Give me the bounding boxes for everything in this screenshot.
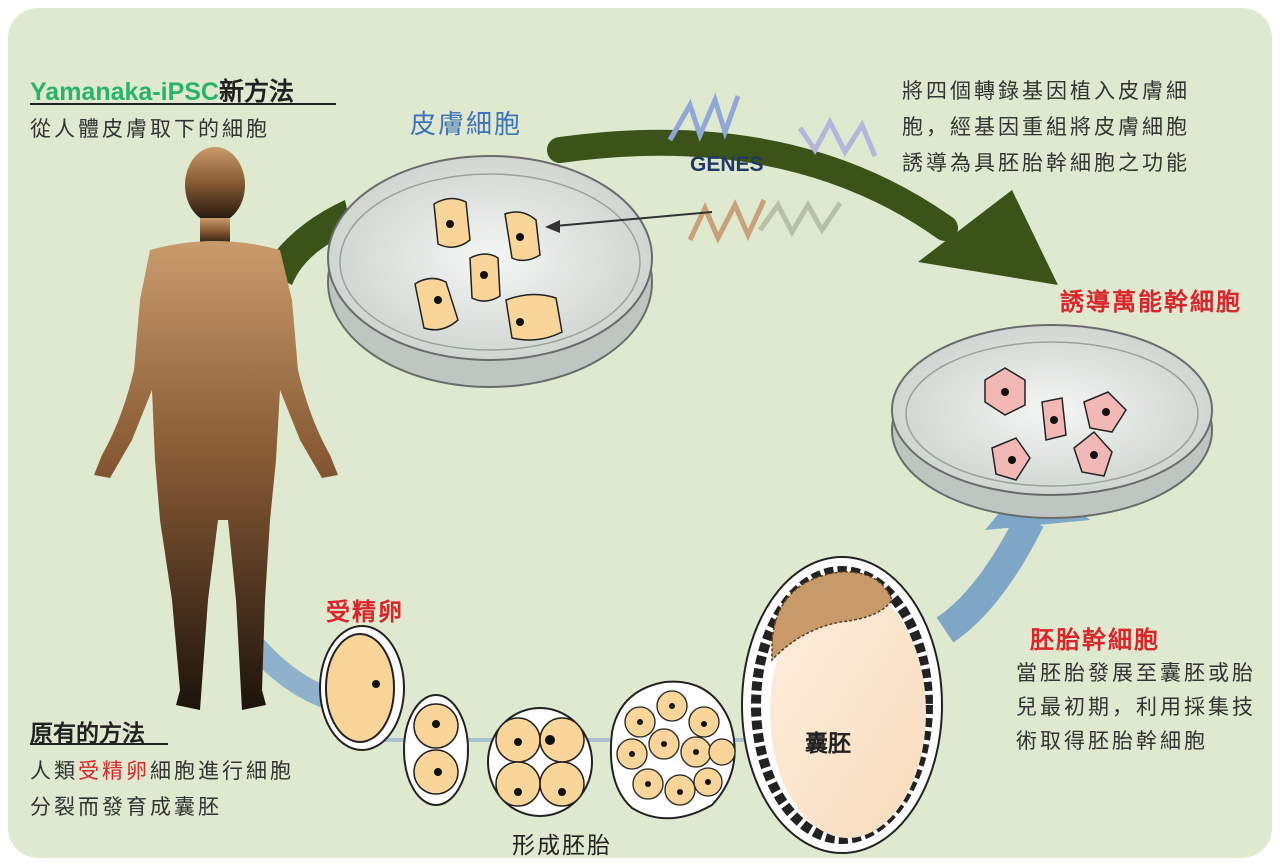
old-method-line-1: 人類受精卵細胞進行細胞 [30, 754, 294, 788]
genes-label: GENES [690, 153, 764, 177]
es-cells-label: 胚胎幹細胞 [1030, 620, 1160, 655]
two-cell-embryo [404, 695, 468, 805]
new-method-title: Yamanaka-iPSC新方法 [30, 72, 294, 108]
new-method-suffix: 新方法 [219, 77, 294, 106]
morula-embryo [611, 682, 735, 819]
four-cell-embryo [488, 708, 592, 816]
embryo-label: 形成胚胎 [512, 826, 612, 860]
skin-cell-dish [328, 156, 652, 387]
old-method-line-1-end: 細胞進行細胞 [150, 759, 294, 783]
blastocyst-label: 囊胚 [805, 724, 851, 758]
ips-label: 誘導萬能幹細胞 [1060, 282, 1242, 317]
old-method-zygote-highlight: 受精卵 [78, 759, 150, 783]
zygote-label: 受精卵 [326, 592, 404, 627]
transgene-desc-line-3: 誘導為具胚胎幹細胞之功能 [902, 146, 1190, 180]
old-method-line-1-start: 人類 [30, 759, 78, 783]
transgene-desc-line-2: 胞，經基因重組將皮膚細胞 [902, 110, 1190, 144]
yamanaka-ipsc-brand: Yamanaka-iPSC [30, 78, 219, 106]
es-desc-line-2: 兒最初期，利用採集技 [1016, 690, 1256, 724]
new-method-desc: 從人體皮膚取下的細胞 [30, 112, 270, 146]
ips-cell-dish [892, 325, 1212, 518]
skin-cell [506, 294, 562, 340]
skin-cells-label: 皮膚細胞 [410, 104, 522, 141]
transgene-desc-line-1: 將四個轉錄基因植入皮膚細 [902, 74, 1190, 108]
es-desc-line-3: 術取得胚胎幹細胞 [1016, 724, 1208, 758]
zygote-cell [320, 626, 404, 750]
old-method-line-2: 分裂而發育成囊胚 [30, 790, 222, 824]
old-method-title: 原有的方法 [30, 714, 145, 748]
blastocyst [742, 557, 942, 853]
es-desc-line-1: 當胚胎發展至囊胚或胎 [1016, 656, 1256, 690]
